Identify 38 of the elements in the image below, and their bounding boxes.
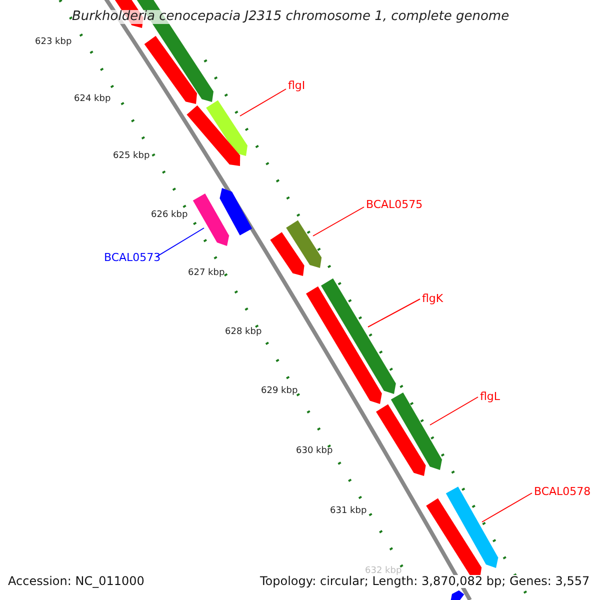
footer-text: Accession: NC_011000 (8, 575, 144, 588)
scale-label: 625 kbp (113, 152, 150, 162)
map-title: Burkholderia cenocepacia J2315 chromosome 1, complete genome (72, 10, 510, 24)
leader-line (368, 298, 420, 328)
scale-label: 626 kbp (151, 211, 188, 221)
gene-bar (446, 486, 498, 568)
gene-bar (186, 105, 240, 166)
gene-bar (286, 220, 322, 268)
gene-bar (376, 404, 426, 476)
footer-text: Topology: circular; Length: 3,870,082 bp; Genes: 3,557 (260, 575, 590, 588)
gene-bar (426, 498, 482, 578)
gene-label: BCAL0575 (366, 199, 423, 212)
gene-bar (220, 188, 252, 236)
gene-label: flgK (422, 293, 444, 306)
scale-label: 627 kbp (188, 269, 225, 279)
leader-line (312, 206, 364, 236)
scale-label: 623 kbp (35, 38, 72, 48)
leader-line (430, 396, 478, 426)
leader-line (156, 228, 204, 258)
gene-bar (192, 194, 230, 246)
gene-label: BCAL0573 (104, 252, 161, 264)
gene-bar (270, 232, 304, 276)
gene-label: BCAL0578 (534, 486, 591, 498)
scale-label: 631 kbp (330, 507, 367, 517)
gene-label: flgI (288, 80, 306, 92)
gene-bar (206, 100, 248, 156)
gene-bar (390, 392, 442, 470)
scale-label: 630 kbp (296, 447, 333, 457)
gene-bar (321, 278, 396, 394)
gene-label: flgL (480, 391, 500, 404)
scale-label: 632 kbp (365, 567, 402, 576)
gene-bar (144, 36, 197, 104)
leader-line (240, 88, 286, 116)
leader-line (482, 492, 532, 522)
scale-label: 629 kbp (261, 387, 298, 397)
scale-label: 628 kbp (225, 328, 262, 338)
gene-bar (306, 286, 382, 404)
scale-label: 624 kbp (74, 95, 111, 105)
